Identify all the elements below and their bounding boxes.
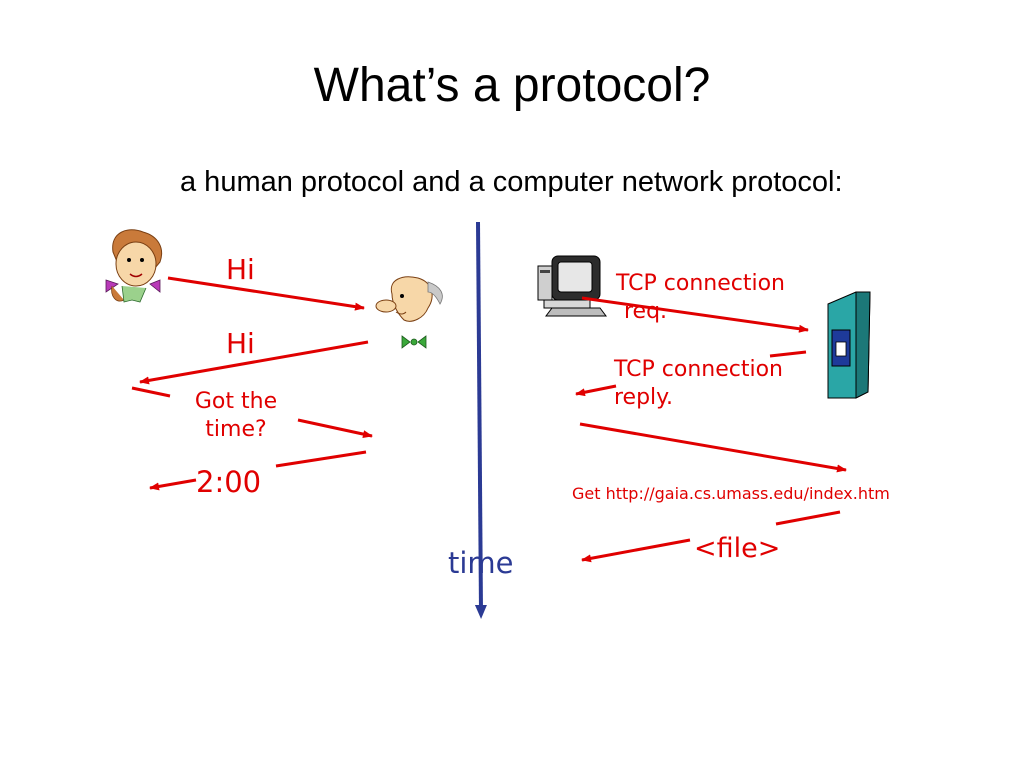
server-icon: [827, 291, 871, 399]
slide-subtitle: a human protocol and a computer network …: [180, 166, 843, 198]
label-got-time-line2: time?: [205, 416, 267, 442]
slide-title: What’s a protocol?: [313, 59, 711, 112]
arrow-hi-1: [167, 276, 365, 311]
timeline-label: time: [448, 546, 514, 580]
woman-icon: [105, 229, 163, 303]
label-hi-1: Hi: [226, 253, 255, 286]
computer-icon: [537, 255, 607, 317]
arrow-get-request: [579, 422, 847, 473]
label-tcp-reply-line1: TCP connection: [614, 357, 783, 382]
arrow-answer-tail: [275, 450, 367, 468]
arrow-tcp-reply: [575, 384, 617, 397]
label-tcp-req-line1: TCP connection: [616, 271, 785, 296]
arrow-answer: [149, 478, 197, 491]
arrow-file: [581, 538, 691, 563]
label-tcp-reply-line2: reply.: [614, 384, 674, 410]
arrow-tcp-req: [581, 296, 809, 333]
label-got-time-line1: Got the: [194, 389, 278, 414]
label-tcp-req: TCP connection req.: [616, 270, 785, 325]
arrow-got-time: [297, 418, 373, 439]
timeline-arrow: [474, 221, 487, 619]
label-file: <file>: [694, 533, 781, 564]
arrow-file-tail: [775, 510, 841, 526]
arrow-tcp-reply-tail: [769, 350, 807, 358]
label-got-time: Got the time?: [176, 388, 296, 443]
label-tcp-reply: TCP connection reply.: [614, 356, 783, 411]
man-icon: [375, 276, 443, 349]
label-hi-2: Hi: [226, 327, 255, 360]
label-answer: 2:00: [196, 465, 262, 499]
label-tcp-req-line2: req.: [624, 298, 668, 324]
label-get-request: Get http://gaia.cs.umass.edu/index.htm: [572, 484, 890, 503]
arrow-hi-2: [139, 340, 369, 385]
arrow-got-time-tail: [131, 386, 171, 398]
